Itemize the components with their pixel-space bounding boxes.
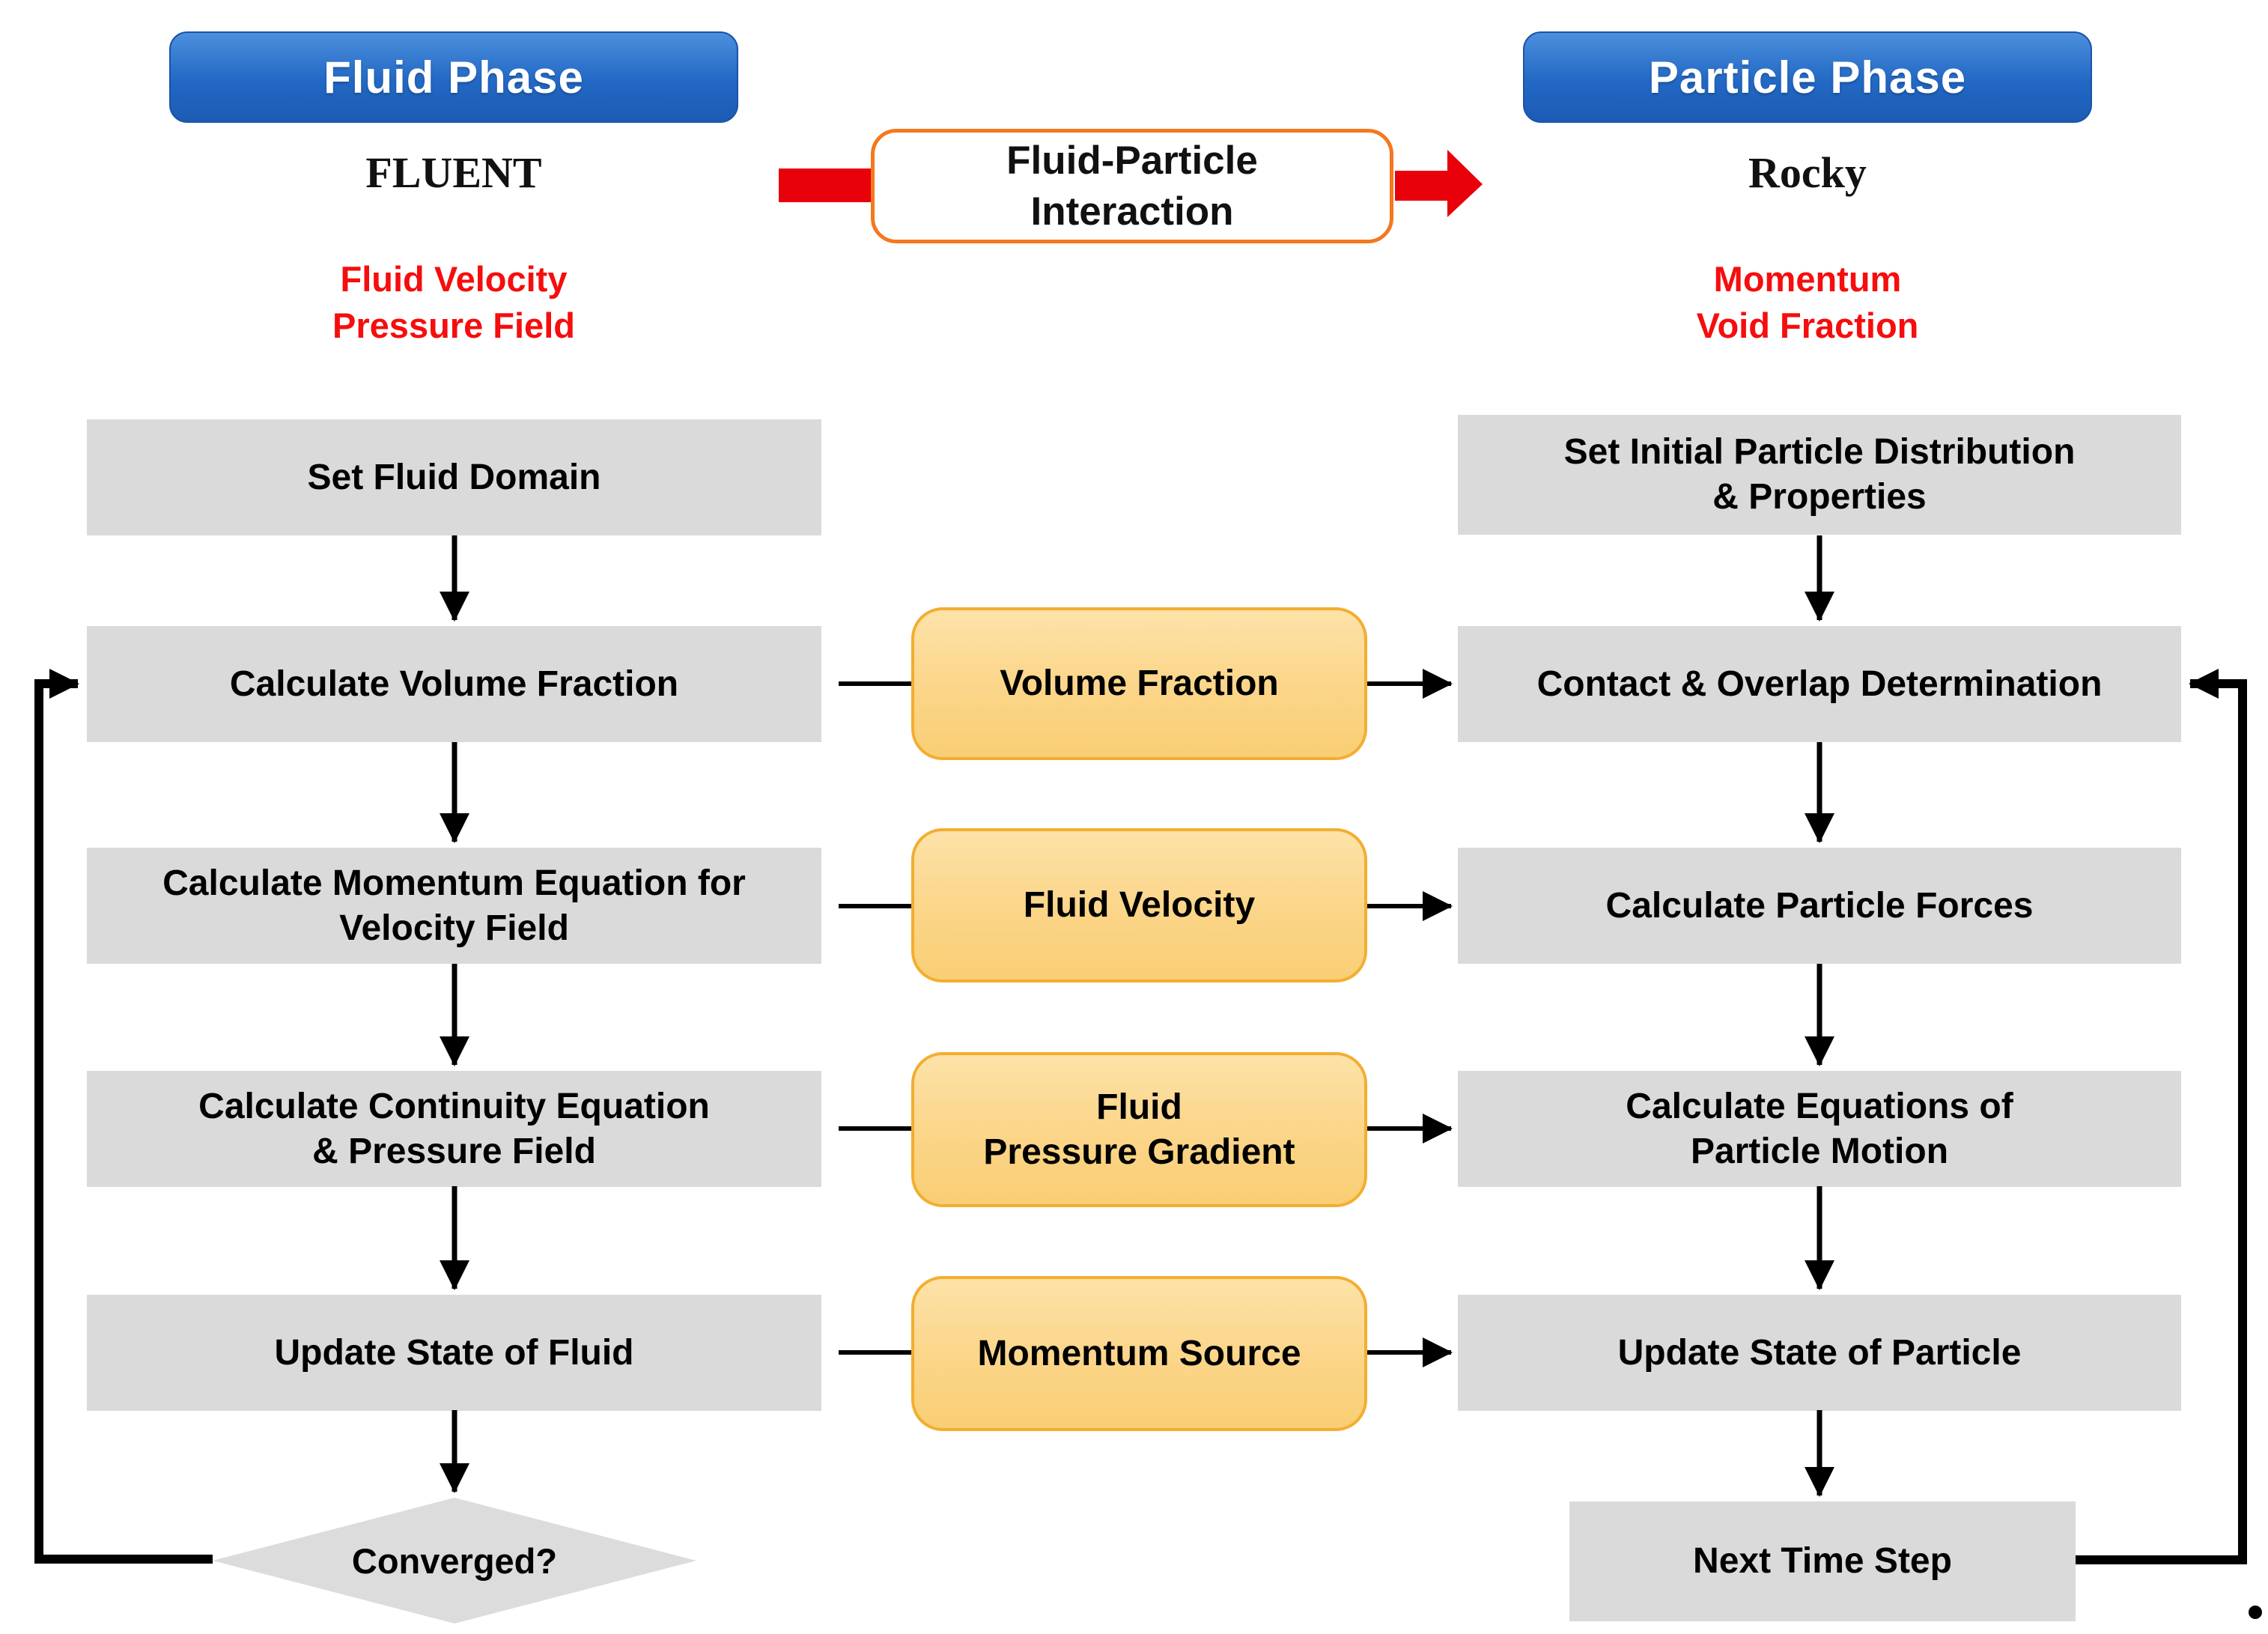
fluid-phase-header: Fluid Phase: [169, 31, 738, 123]
fluid-to-exchange-lines: [839, 681, 911, 1355]
red-arrow-fluid-to-interaction: [779, 168, 871, 202]
node-update-state-of-fluid: Update State of Fluid: [87, 1295, 821, 1411]
node-set-fluid-domain: Set Fluid Domain: [87, 419, 821, 535]
node-calculate-continuity-equation: Calculate Continuity Equation & Pressure…: [87, 1071, 821, 1187]
exchange-momentum-source: Momentum Source: [911, 1276, 1367, 1431]
particle-exchange-outputs: Momentum Void Fraction: [1696, 259, 1919, 345]
stray-period-dot: [2249, 1606, 2262, 1619]
node-calculate-volume-fraction: Calculate Volume Fraction: [87, 626, 821, 742]
exchange-fluid-pressure-gradient: Fluid Pressure Gradient: [911, 1052, 1367, 1207]
node-calculate-equations-of-particle-motion: Calculate Equations of Particle Motion: [1458, 1071, 2181, 1187]
node-next-time-step: Next Time Step: [1569, 1501, 2076, 1621]
fluid-exchange-outputs: Fluid Velocity Pressure Field: [332, 259, 575, 345]
exchange-fluid-velocity: Fluid Velocity: [911, 828, 1367, 982]
decision-converged-label: Converged?: [351, 1540, 558, 1581]
decision-converged-diamond: Converged?: [213, 1498, 696, 1624]
particle-phase-header: Particle Phase: [1523, 31, 2092, 123]
fluid-solver-name: FLUENT: [365, 148, 542, 197]
particle-solver-name: Rocky: [1748, 148, 1867, 197]
red-arrow-interaction-to-particle: [1395, 150, 1483, 217]
node-contact-overlap-determination: Contact & Overlap Determination: [1458, 626, 2181, 742]
fluid-particle-interaction-box: Fluid-Particle Interaction: [871, 129, 1393, 243]
node-calculate-momentum-equation: Calculate Momentum Equation for Velocity…: [87, 848, 821, 964]
exchange-to-particle-arrows: [1367, 669, 1453, 1367]
node-calculate-particle-forces: Calculate Particle Forces: [1458, 848, 2181, 964]
exchange-volume-fraction: Volume Fraction: [911, 607, 1367, 760]
node-set-initial-particle-distribution: Set Initial Particle Distribution & Prop…: [1458, 415, 2181, 535]
node-update-state-of-particle: Update State of Particle: [1458, 1295, 2181, 1411]
